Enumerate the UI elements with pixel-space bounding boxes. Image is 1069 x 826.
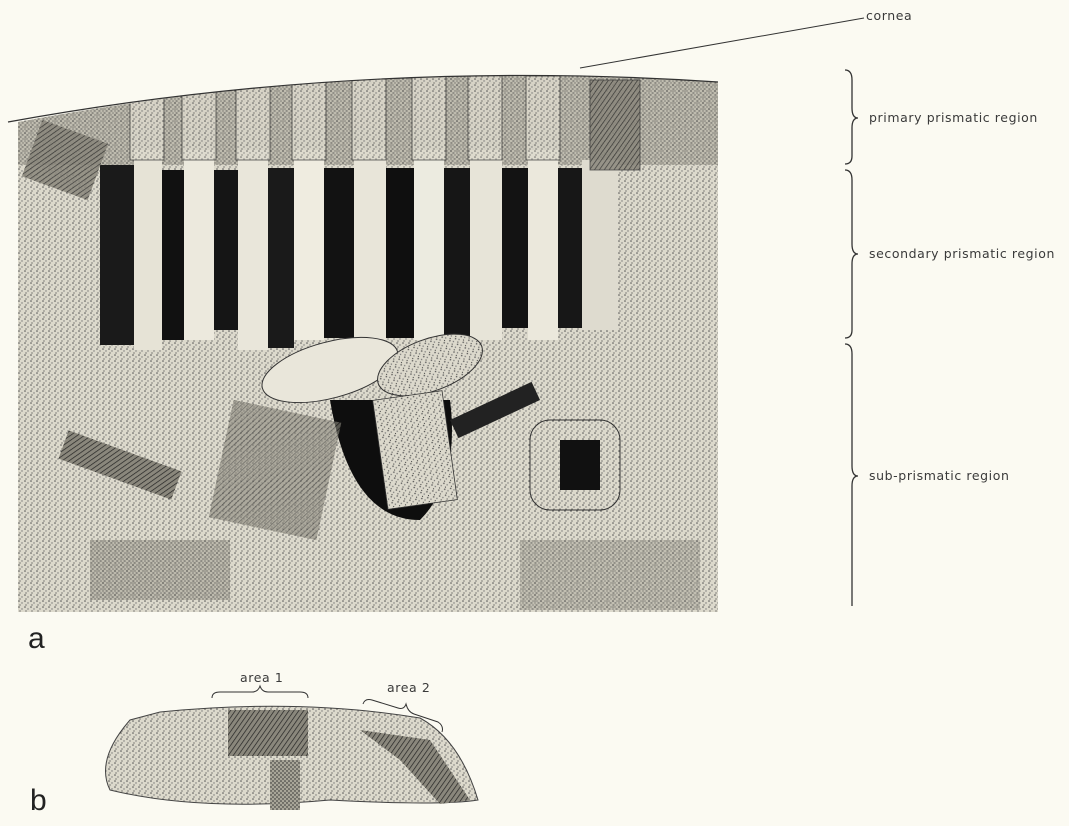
label-area1: area 1 xyxy=(240,670,283,685)
label-cornea: cornea xyxy=(866,8,912,23)
prism-columns xyxy=(100,150,618,350)
panel-label-b: b xyxy=(30,784,47,818)
panel-label-a: a xyxy=(28,622,45,656)
bracket-area1 xyxy=(212,686,308,698)
label-secondary-prismatic: secondary prismatic region xyxy=(869,246,1055,261)
bracket-sub xyxy=(845,344,858,606)
label-primary-prismatic: primary prismatic region xyxy=(869,110,1038,125)
label-area2: area 2 xyxy=(387,680,430,695)
micrograph-a xyxy=(18,60,718,612)
fragment-b xyxy=(106,686,479,810)
cornea-leader-line xyxy=(580,18,864,68)
bracket-secondary xyxy=(845,170,858,338)
label-sub-prismatic: sub-prismatic region xyxy=(869,468,1010,483)
region-brackets xyxy=(845,70,858,606)
bracket-primary xyxy=(845,70,858,164)
